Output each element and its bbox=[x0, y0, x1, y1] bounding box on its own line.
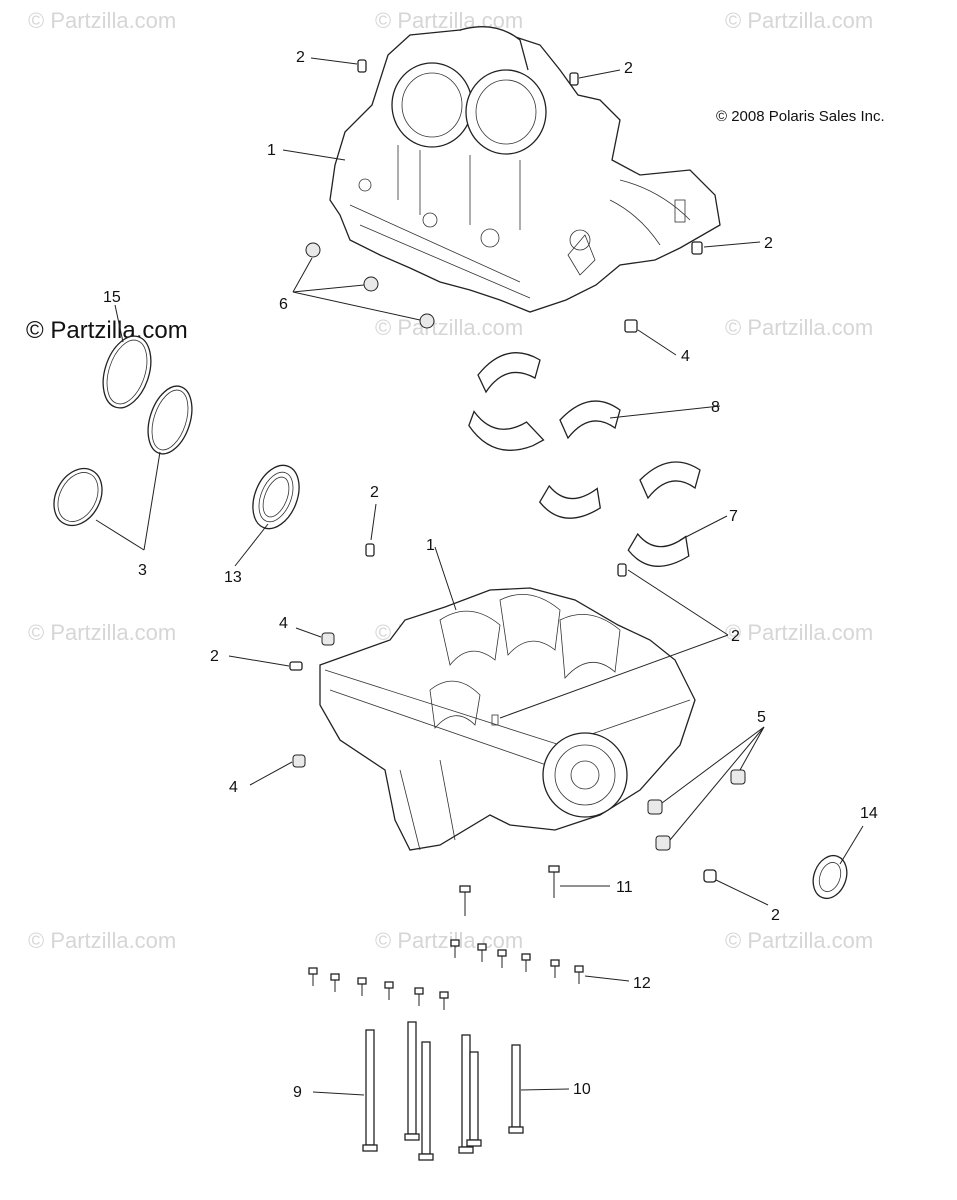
watermark: © Partzilla.com bbox=[28, 620, 176, 645]
upper-crankcase bbox=[329, 26, 721, 313]
callout-label: 2 bbox=[624, 60, 633, 77]
nuts-part-6 bbox=[305, 242, 435, 329]
oil-seal-part-14 bbox=[812, 854, 848, 900]
callout-label: 8 bbox=[711, 399, 720, 416]
watermark: © Partzilla.com bbox=[725, 315, 873, 340]
callout-label: 4 bbox=[279, 615, 288, 632]
copyright-notice: © 2008 Polaris Sales Inc. bbox=[716, 108, 885, 125]
oil-seal-part-13 bbox=[252, 464, 300, 530]
callout-label: 2 bbox=[296, 49, 305, 66]
watermark: © Partzilla.com bbox=[375, 928, 523, 953]
seal-ring-part-15 bbox=[102, 335, 152, 409]
watermark: © Partzilla.com bbox=[725, 928, 873, 953]
callout-label: 7 bbox=[729, 508, 738, 525]
bolts-part-12 bbox=[308, 939, 584, 1010]
watermark: © Partzilla.com bbox=[28, 8, 176, 33]
dowel-pins-middle bbox=[289, 543, 717, 883]
lower-crankcase bbox=[319, 587, 696, 851]
seal-rings-part-3 bbox=[53, 385, 193, 527]
dowel-pins-top bbox=[357, 59, 703, 333]
callout-label: 9 bbox=[293, 1084, 302, 1101]
callout-labels: 2 2 1 2 6 4 15 8 3 13 2 7 1 2 4 2 4 5 14… bbox=[103, 49, 878, 1101]
callout-label: 11 bbox=[616, 879, 633, 896]
long-bolts-part-9-10 bbox=[362, 1021, 524, 1161]
leader-lines bbox=[95, 57, 864, 1096]
callout-label: 2 bbox=[731, 628, 740, 645]
callout-label: 14 bbox=[860, 805, 878, 822]
callout-label: 1 bbox=[426, 537, 435, 554]
callout-label: 2 bbox=[764, 235, 773, 252]
watermark: © Partzilla.com bbox=[725, 8, 873, 33]
callout-label: 13 bbox=[224, 569, 242, 586]
watermark: © Partzilla.com bbox=[725, 620, 873, 645]
bearing-shells bbox=[468, 352, 701, 567]
callout-label: 4 bbox=[229, 779, 238, 796]
callout-label: 2 bbox=[370, 484, 379, 501]
callout-label: 2 bbox=[771, 907, 780, 924]
callout-label: 2 bbox=[210, 648, 219, 665]
watermark: © Partzilla.com bbox=[375, 315, 523, 340]
watermark-main: © Partzilla.com bbox=[26, 317, 188, 344]
callout-label: 6 bbox=[279, 296, 288, 313]
callout-label: 1 bbox=[267, 142, 276, 159]
callout-label: 10 bbox=[573, 1081, 591, 1098]
callout-label: 5 bbox=[757, 709, 766, 726]
bolts-part-11 bbox=[459, 865, 560, 916]
bushings-part-5 bbox=[647, 769, 746, 851]
callout-label: 4 bbox=[681, 348, 690, 365]
watermark: © Partzilla.com bbox=[28, 928, 176, 953]
callout-label: 15 bbox=[103, 289, 121, 306]
watermarks: © Partzilla.com © Partzilla.com © Partzi… bbox=[26, 8, 873, 953]
callout-label: 12 bbox=[633, 975, 651, 992]
callout-label: 3 bbox=[138, 562, 147, 579]
